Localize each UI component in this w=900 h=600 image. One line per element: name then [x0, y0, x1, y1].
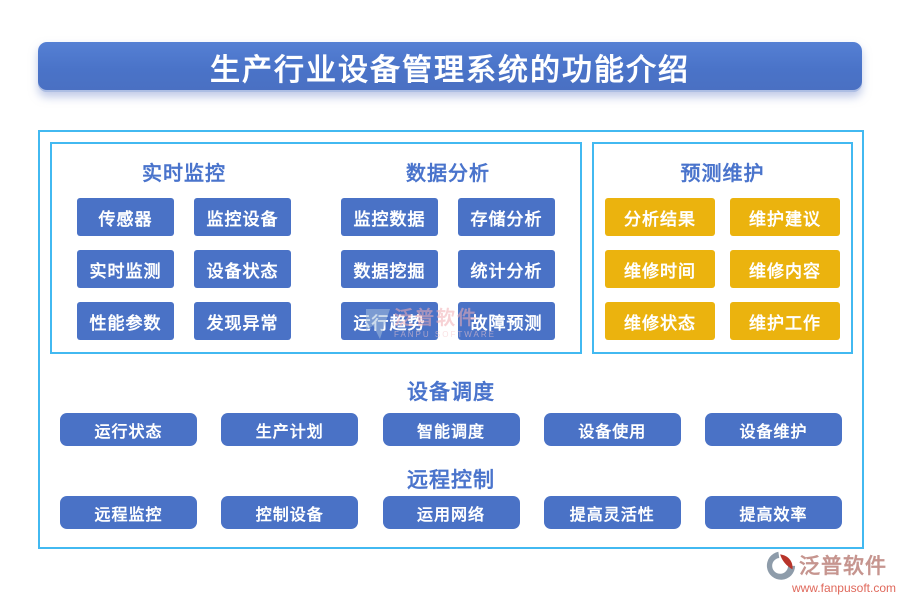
section-header-remote: 远程控制 — [407, 469, 495, 492]
feature-button-data-mining[interactable]: 数据挖掘 — [341, 250, 438, 288]
fanpu-logo-icon — [766, 551, 796, 580]
feature-button-sensor[interactable]: 传感器 — [77, 198, 174, 236]
remote-button-row: 远程监控 控制设备 运用网络 提高灵活性 提高效率 — [60, 496, 842, 529]
main-container: 实时监控 传感器 监控设备 实时监测 设备状态 性能参数 发现异常 数据分析 监… — [38, 130, 864, 549]
panel-monitor-analysis: 实时监控 传感器 监控设备 实时监测 设备状态 性能参数 发现异常 数据分析 监… — [50, 142, 582, 354]
feature-button-analysis-result[interactable]: 分析结果 — [605, 198, 715, 236]
section-header-dispatch: 设备调度 — [407, 381, 495, 404]
feature-button-performance-params[interactable]: 性能参数 — [77, 302, 174, 340]
feature-button-storage-analysis[interactable]: 存储分析 — [458, 198, 555, 236]
brand-logo: 泛普软件 www.fanpusoft.com — [766, 550, 896, 595]
feature-button-use-network[interactable]: 运用网络 — [382, 496, 520, 529]
feature-button-find-anomaly[interactable]: 发现异常 — [194, 302, 291, 340]
section-realtime: 实时监控 传感器 监控设备 实时监测 设备状态 性能参数 发现异常 — [52, 144, 316, 352]
feature-button-smart-dispatch[interactable]: 智能调度 — [382, 413, 520, 446]
section-header-analysis: 数据分析 — [406, 163, 490, 185]
section-header-realtime: 实时监控 — [142, 163, 226, 185]
page-title: 生产行业设备管理系统的功能介绍 — [38, 42, 862, 92]
brand-url: www.fanpusoft.com — [791, 581, 896, 595]
feature-button-monitor-device[interactable]: 监控设备 — [194, 198, 291, 236]
feature-button-monitor-data[interactable]: 监控数据 — [341, 198, 438, 236]
dispatch-button-row: 运行状态 生产计划 智能调度 设备使用 设备维护 — [60, 413, 842, 446]
feature-button-stat-analysis[interactable]: 统计分析 — [458, 250, 555, 288]
feature-button-run-status[interactable]: 运行状态 — [60, 413, 197, 446]
section-header-predict: 预测维护 — [680, 163, 765, 185]
feature-button-device-status[interactable]: 设备状态 — [194, 250, 291, 288]
feature-button-repair-status[interactable]: 维修状态 — [605, 302, 715, 340]
feature-button-control-device[interactable]: 控制设备 — [221, 496, 359, 529]
analysis-button-grid: 监控数据 存储分析 数据挖掘 统计分析 运行趋势 故障预测 — [316, 198, 580, 340]
feature-button-device-usage[interactable]: 设备使用 — [543, 413, 681, 446]
feature-button-maintain-work[interactable]: 维护工作 — [730, 302, 840, 340]
feature-button-maintain-advice[interactable]: 维护建议 — [730, 198, 840, 236]
feature-button-production-plan[interactable]: 生产计划 — [221, 413, 359, 446]
feature-button-repair-time[interactable]: 维修时间 — [605, 250, 715, 288]
feature-button-device-maintain[interactable]: 设备维护 — [705, 413, 842, 446]
brand-name: 泛普软件 — [799, 555, 887, 578]
feature-button-repair-content[interactable]: 维修内容 — [730, 250, 840, 288]
feature-button-fault-predict[interactable]: 故障预测 — [458, 302, 555, 340]
feature-button-improve-flexibility[interactable]: 提高灵活性 — [543, 496, 681, 529]
section-analysis: 数据分析 监控数据 存储分析 数据挖掘 统计分析 运行趋势 故障预测 — [316, 144, 580, 352]
realtime-button-grid: 传感器 监控设备 实时监测 设备状态 性能参数 发现异常 — [52, 198, 316, 340]
feature-button-improve-efficiency[interactable]: 提高效率 — [705, 496, 842, 529]
predict-button-grid: 分析结果 维护建议 维修时间 维修内容 维修状态 维护工作 — [594, 198, 851, 340]
feature-button-remote-monitor[interactable]: 远程监控 — [60, 496, 197, 529]
panel-predict: 预测维护 分析结果 维护建议 维修时间 维修内容 维修状态 维护工作 — [592, 142, 853, 354]
feature-button-realtime-monitor[interactable]: 实时监测 — [77, 250, 174, 288]
feature-button-run-trend[interactable]: 运行趋势 — [341, 302, 438, 340]
